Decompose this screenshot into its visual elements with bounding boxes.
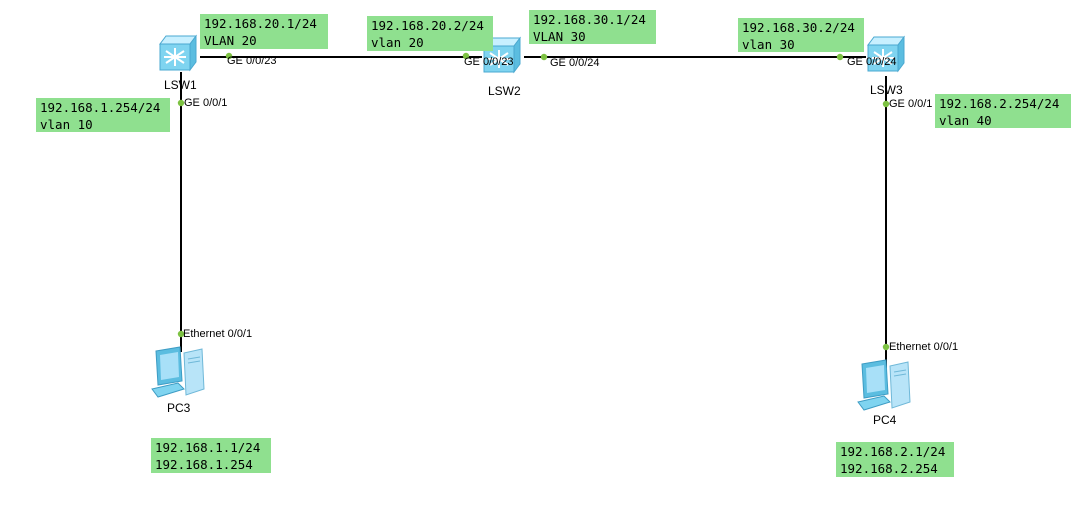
pc3-name: PC3 [167, 401, 191, 415]
ip-label-lsw2-vlan20: 192.168.20.2/24 vlan 20 [367, 16, 493, 51]
ip-label-lsw3-vlan40: 192.168.2.254/24 vlan 40 [935, 94, 1071, 128]
pc4-name: PC4 [873, 413, 897, 427]
lsw2-name: LSW2 [488, 84, 521, 98]
port-label-lsw1-ge001: GE 0/0/1 [184, 97, 228, 109]
ip-address: 192.168.1.254/24 [40, 100, 161, 115]
lsw1-switch-icon[interactable] [156, 34, 200, 72]
port-dot [836, 53, 844, 61]
gateway: 192.168.1.254 [155, 457, 253, 472]
ip-label-lsw1-vlan20: 192.168.20.1/24 VLAN 20 [200, 14, 328, 49]
port-dot [225, 52, 233, 60]
port-dot [462, 52, 470, 60]
lsw1-name: LSW1 [164, 78, 197, 92]
ip-address: 192.168.2.1/24 [840, 444, 946, 459]
port-label-lsw2-ge0023: GE 0/0/23 [464, 56, 514, 68]
lsw2-switch-icon[interactable] [480, 36, 524, 74]
port-dot [177, 330, 185, 338]
ip-label-lsw1-vlan10: 192.168.1.254/24 vlan 10 [36, 98, 170, 132]
ip-address: 192.168.1.1/24 [155, 440, 261, 455]
pc4-desktop-pc-icon[interactable] [856, 358, 914, 412]
vlan-id: VLAN 30 [533, 29, 586, 44]
port-label-lsw2-ge0024: GE 0/0/24 [550, 57, 600, 69]
lsw3-switch-icon[interactable] [864, 35, 908, 73]
vlan-id: VLAN 20 [204, 33, 257, 48]
ip-label-pc4: 192.168.2.1/24 192.168.2.254 [836, 442, 954, 477]
ip-address: 192.168.30.2/24 [742, 20, 855, 35]
vlan-id: vlan 20 [371, 35, 424, 50]
port-label-lsw1-ge0023: GE 0/0/23 [227, 55, 277, 67]
port-label-pc4-eth: Ethernet 0/0/1 [889, 341, 959, 353]
lsw3-name: LSW3 [870, 83, 903, 97]
vlan-id: vlan 30 [742, 37, 795, 52]
links [180, 56, 887, 368]
port-label-lsw3-ge001: GE 0/0/1 [889, 98, 933, 110]
ip-address: 192.168.30.1/24 [533, 12, 646, 27]
port-dot [540, 53, 548, 61]
ip-label-pc3: 192.168.1.1/24 192.168.1.254 [151, 438, 271, 473]
port-dot [882, 343, 890, 351]
ip-label-lsw2-vlan30: 192.168.30.1/24 VLAN 30 [529, 10, 656, 44]
port-dots [177, 52, 890, 351]
port-dot [882, 100, 890, 108]
vlan-id: vlan 10 [40, 117, 93, 132]
ip-label-lsw3-vlan30: 192.168.30.2/24 vlan 30 [738, 18, 864, 52]
ip-address: 192.168.20.1/24 [204, 16, 317, 31]
port-label-pc3-eth: Ethernet 0/0/1 [183, 328, 253, 340]
ip-address: 192.168.2.254/24 [939, 96, 1060, 111]
ip-address: 192.168.20.2/24 [371, 18, 484, 33]
pc3-desktop-pc-icon[interactable] [150, 345, 208, 399]
gateway: 192.168.2.254 [840, 461, 938, 476]
port-label-lsw3-ge0024: GE 0/0/24 [847, 56, 897, 68]
port-dot [177, 99, 185, 107]
vlan-id: vlan 40 [939, 113, 992, 128]
